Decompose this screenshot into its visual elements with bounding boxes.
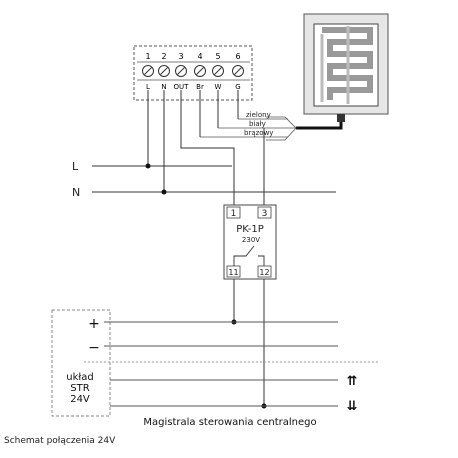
str-label-line3: 24V <box>70 394 90 405</box>
connection-wires <box>92 90 336 406</box>
caption: Schemat połączenia 24V <box>4 436 116 446</box>
wire-label-zielony: zielony <box>246 111 271 119</box>
str-label-line1: układ <box>66 372 93 383</box>
terminal-number: 3 <box>178 52 183 61</box>
bus-lines <box>84 321 380 407</box>
str-minus: − <box>88 340 100 356</box>
terminal-number: 1 <box>145 52 150 61</box>
terminal-label: W <box>215 83 222 91</box>
junction-dot <box>161 189 167 195</box>
relay-pin-3: 3 <box>262 209 268 219</box>
wire-label-bialy: biały <box>249 120 266 128</box>
terminal-number: 5 <box>215 52 220 61</box>
wire-label-brazowy: brązowy <box>244 129 273 137</box>
terminal-label: OUT <box>174 83 190 91</box>
relay-model: PK-1P <box>236 224 264 235</box>
relay-pin-12: 12 <box>259 268 269 277</box>
down-arrows-icon: ⇊ <box>347 399 358 414</box>
junction-dot <box>145 163 151 169</box>
relay-module: 1 3 PK-1P 230V 11 12 <box>223 204 277 280</box>
str-plus: + <box>88 316 100 332</box>
line-label-L: L <box>72 160 79 173</box>
terminal-label: L <box>146 83 150 91</box>
relay-pin-11: 11 <box>228 268 238 277</box>
terminal-label: G <box>235 83 240 91</box>
wire-labels: zielony biały brązowy <box>200 111 297 141</box>
line-label-N: N <box>72 186 80 199</box>
relay-pin-1: 1 <box>231 209 237 219</box>
bus-label: Magistrala sterowania centralnego <box>143 417 316 428</box>
terminal-number: 2 <box>161 52 166 61</box>
str-label-line2: STR <box>70 383 89 394</box>
relay-voltage: 230V <box>242 236 260 244</box>
sensor-comb <box>322 27 373 100</box>
terminal-label: N <box>161 83 166 91</box>
terminal-label: Br <box>196 83 204 91</box>
up-arrows-icon: ⇈ <box>347 374 358 389</box>
sensor-cable <box>296 122 343 130</box>
rain-sensor <box>303 13 389 122</box>
terminal-number: 6 <box>235 52 240 61</box>
terminal-number: 4 <box>197 52 202 61</box>
relay-contact <box>233 245 265 266</box>
str-unit: + − układ STR 24V <box>51 309 111 417</box>
